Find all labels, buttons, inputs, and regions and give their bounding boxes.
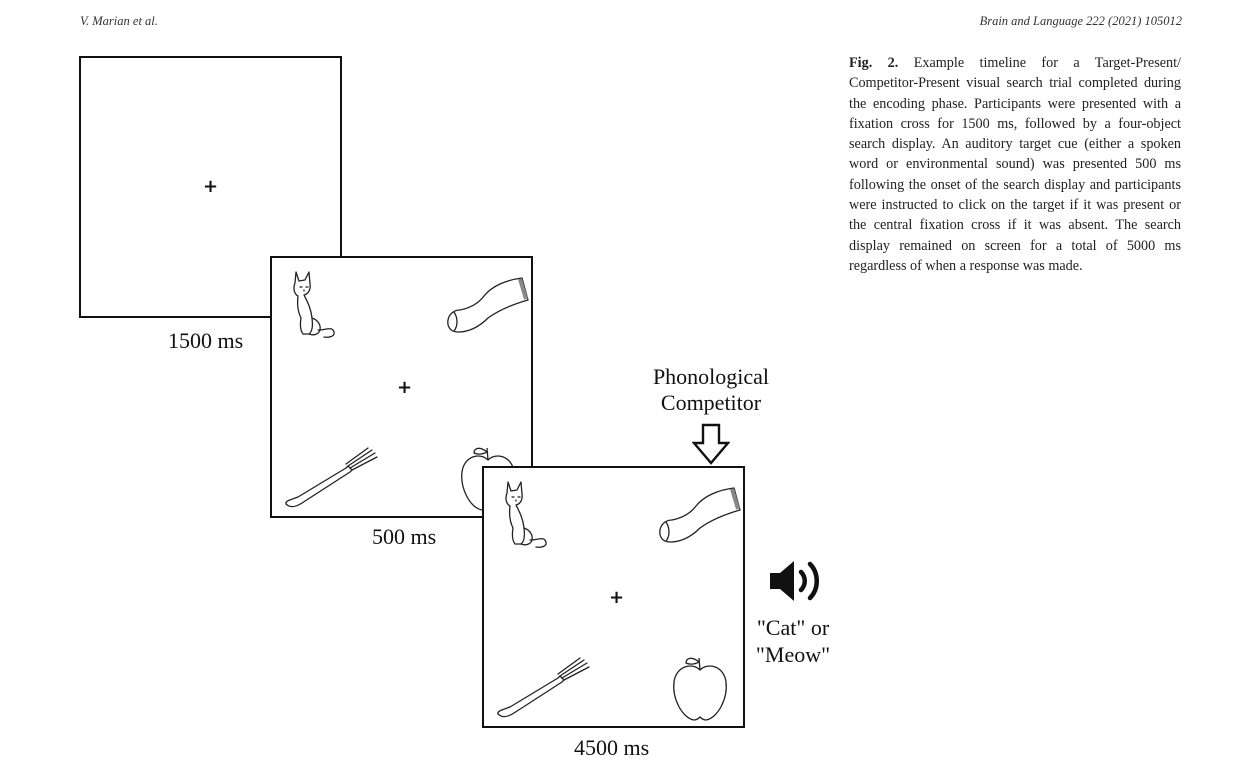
figure-caption: Fig. 2. Example timeline for a Target-Pr… (849, 53, 1181, 276)
down-arrow-icon (692, 423, 730, 465)
competitor-label-line2: Competitor (660, 390, 762, 415)
competitor-label-line1: Phonological (652, 364, 770, 389)
fork-icon (497, 657, 590, 718)
fixation-frame: + (79, 56, 342, 318)
search-display-frame-final: + (482, 466, 745, 728)
cat-icon (505, 481, 547, 548)
caption-label: Fig. 2. (849, 55, 899, 71)
apple-icon (673, 657, 727, 721)
speaker-icon (770, 561, 819, 601)
duration-cue-delay: 500 ms (372, 524, 437, 549)
cue-line2: "Meow" (755, 642, 831, 667)
running-header-journal: Brain and Language 222 (2021) 105012 (979, 14, 1182, 28)
auditory-cue-label: "Cat" or "Meow" (748, 614, 838, 668)
phonological-competitor-label: Phonological Competitor (636, 364, 786, 416)
duration-fixation: 1500 ms (168, 328, 244, 353)
cue-line1: "Cat" or (756, 615, 830, 640)
fixation-cross: + (397, 377, 413, 398)
running-header-authors: V. Marian et al. (80, 14, 158, 28)
sock-icon (447, 277, 529, 333)
cat-icon (293, 271, 335, 338)
fixation-cross: + (203, 176, 219, 197)
caption-text: Example timeline for a Target-Present/ C… (849, 55, 1182, 274)
duration-search: 4500 ms (574, 735, 650, 760)
fork-icon (285, 447, 378, 508)
fixation-cross: + (609, 587, 625, 608)
sock-icon (659, 487, 741, 543)
